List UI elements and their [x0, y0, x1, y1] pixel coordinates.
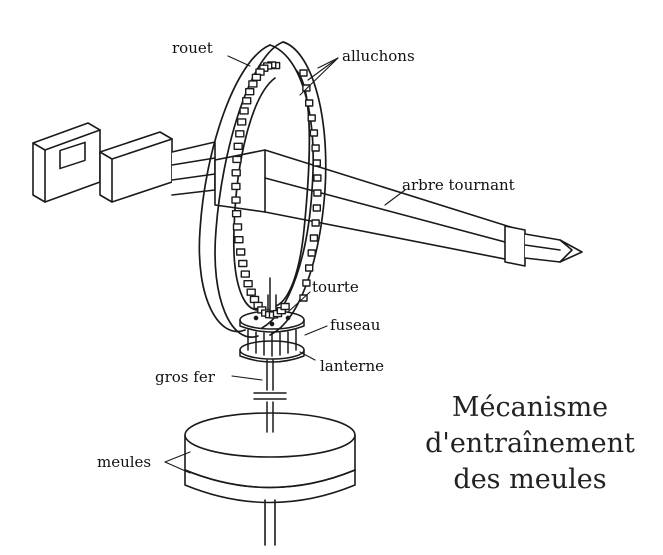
label-tourte: tourte — [312, 278, 359, 296]
alluchon-tooth — [248, 80, 258, 88]
title-line-3: des meules — [453, 464, 607, 495]
millstones — [184, 412, 356, 546]
alluchon-tooth — [239, 107, 249, 115]
alluchon-tooth — [243, 280, 253, 288]
alluchon-tooth — [233, 142, 243, 151]
alluchon-tooth — [232, 155, 242, 164]
alluchon-tooth — [280, 302, 290, 311]
alluchon-tooth — [240, 270, 251, 278]
alluchon-tooth — [312, 159, 321, 167]
label-arbre-tournant: arbre tournant — [402, 176, 515, 194]
leader-lines — [164, 55, 406, 474]
alluchon-tooth — [313, 189, 322, 197]
label-gros-fer: gros fer — [155, 368, 216, 386]
lanterne — [239, 294, 305, 363]
alluchons-cogs — [231, 61, 322, 319]
alluchon-tooth — [302, 84, 311, 92]
alluchon-tooth — [249, 295, 260, 304]
title-line-1: Mécanisme — [451, 392, 609, 423]
alluchon-tooth — [246, 288, 256, 296]
alluchon-tooth — [244, 87, 255, 96]
alluchon-tooth — [302, 279, 311, 287]
alluchon-tooth — [305, 264, 314, 272]
title-line-2: d'entraînement — [425, 428, 635, 459]
alluchon-tooth — [231, 182, 241, 191]
alluchon-tooth — [311, 219, 320, 227]
rouet-wheel — [198, 41, 327, 338]
alluchon-tooth — [231, 196, 241, 204]
alluchon-tooth — [234, 235, 244, 244]
alluchon-tooth — [236, 118, 247, 126]
label-lanterne: lanterne — [320, 357, 384, 375]
label-fuseau: fuseau — [330, 316, 381, 334]
alluchon-tooth — [309, 234, 319, 242]
alluchon-tooth — [299, 69, 308, 77]
alluchon-tooth — [231, 169, 241, 177]
label-meules: meules — [97, 453, 151, 471]
alluchon-tooth — [307, 249, 316, 257]
alluchon-tooth — [231, 209, 242, 218]
alluchon-tooth — [305, 99, 314, 107]
arbre-tournant — [32, 122, 583, 267]
alluchon-tooth — [232, 223, 243, 231]
gros-fer-spindle — [253, 277, 287, 433]
alluchon-tooth — [238, 259, 248, 268]
alluchon-tooth — [251, 73, 262, 82]
alluchon-tooth — [309, 129, 319, 137]
alluchon-tooth — [241, 97, 252, 105]
alluchon-tooth — [307, 114, 316, 122]
alluchon-tooth — [311, 144, 320, 152]
alluchon-tooth — [235, 130, 245, 138]
label-alluchons: alluchons — [342, 47, 415, 65]
alluchon-tooth — [313, 174, 322, 182]
label-rouet: rouet — [172, 39, 213, 57]
alluchon-tooth — [235, 248, 246, 256]
alluchon-tooth — [312, 204, 321, 212]
